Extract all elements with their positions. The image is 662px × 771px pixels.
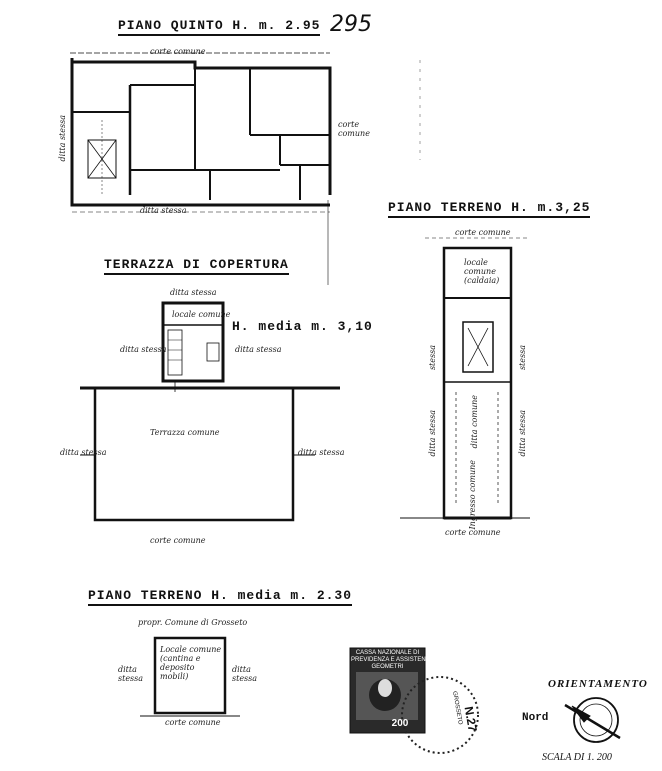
scale-label: SCALA DI 1. 200: [542, 752, 612, 763]
north-arrow: [564, 697, 621, 743]
stamp-line-2: PREVIDENZA E ASSISTENZA: [351, 657, 434, 663]
label-pt2-left: ditta stessa: [118, 665, 144, 683]
revenue-stamp: [349, 647, 479, 754]
title-piano-terreno-2: PIANO TERRENO H. media m. 2.30: [88, 588, 353, 606]
label-pt-passage: Ingresso comune: [468, 460, 477, 530]
label-pt2-top: propr. Comune di Grosseto: [138, 618, 248, 627]
label-pt-bottom: corte comune: [445, 528, 501, 537]
orientation-title: ORIENTAMENTO: [548, 678, 648, 690]
title-piano-quinto: PIANO QUINTO H. m. 2.95: [118, 18, 321, 36]
north-label: Nord: [522, 712, 549, 724]
label-pt2-right: ditta stessa: [232, 665, 258, 683]
label-pt-left-lower: ditta stessa: [428, 410, 437, 457]
label-left-top: ditta stessa: [120, 345, 167, 354]
label-pt-top: corte comune: [455, 228, 511, 237]
plan-piano-quinto: [70, 52, 332, 213]
height-terrazza: H. media m. 3,10: [232, 319, 373, 334]
stamp-line-1: CASSA NAZIONALE DI: [355, 650, 420, 656]
plan-piano-terreno-2: [140, 636, 240, 717]
label-locale-comune: locale comune: [172, 310, 231, 319]
plan-terrazza: [80, 301, 340, 522]
label-room-top: ditta stessa: [170, 288, 217, 297]
stamp-line-3: GEOMETRI: [371, 664, 404, 670]
page-number: 295: [330, 12, 372, 37]
label-right: ditta stessa: [298, 448, 345, 457]
label-pt-right-upper: stessa: [518, 345, 527, 371]
label-left: ditta stessa: [60, 448, 107, 457]
label-corte-comune-right: corte comune: [338, 120, 370, 138]
label-right-top: ditta stessa: [235, 345, 282, 354]
plan-piano-terreno: [400, 237, 530, 520]
label-pt-right-lower: ditta stessa: [518, 410, 527, 457]
title-terrazza: TERRAZZA DI COPERTURA: [104, 257, 289, 275]
label-corte-comune-bottom: corte comune: [150, 536, 206, 545]
title-piano-terreno: PIANO TERRENO H. m.3,25: [388, 200, 591, 218]
label-corte-comune-top: corte comune: [150, 47, 206, 56]
label-pt2-room: Locale comune (cantina e deposito mobili…: [160, 645, 222, 681]
label-pt-center: ditta comune: [470, 395, 479, 449]
label-ditta-stessa-bottom: ditta stessa: [140, 206, 187, 215]
label-terrazza-comune: Terrazza comune: [150, 428, 220, 437]
label-pt2-bottom: corte comune: [165, 718, 221, 727]
stamp-value: 200: [391, 718, 409, 729]
label-ditta-stessa-left: ditta stessa: [58, 115, 67, 162]
label-pt-left-upper: stessa: [428, 345, 437, 371]
label-pt-room: locale comune (caldaia): [464, 258, 500, 285]
